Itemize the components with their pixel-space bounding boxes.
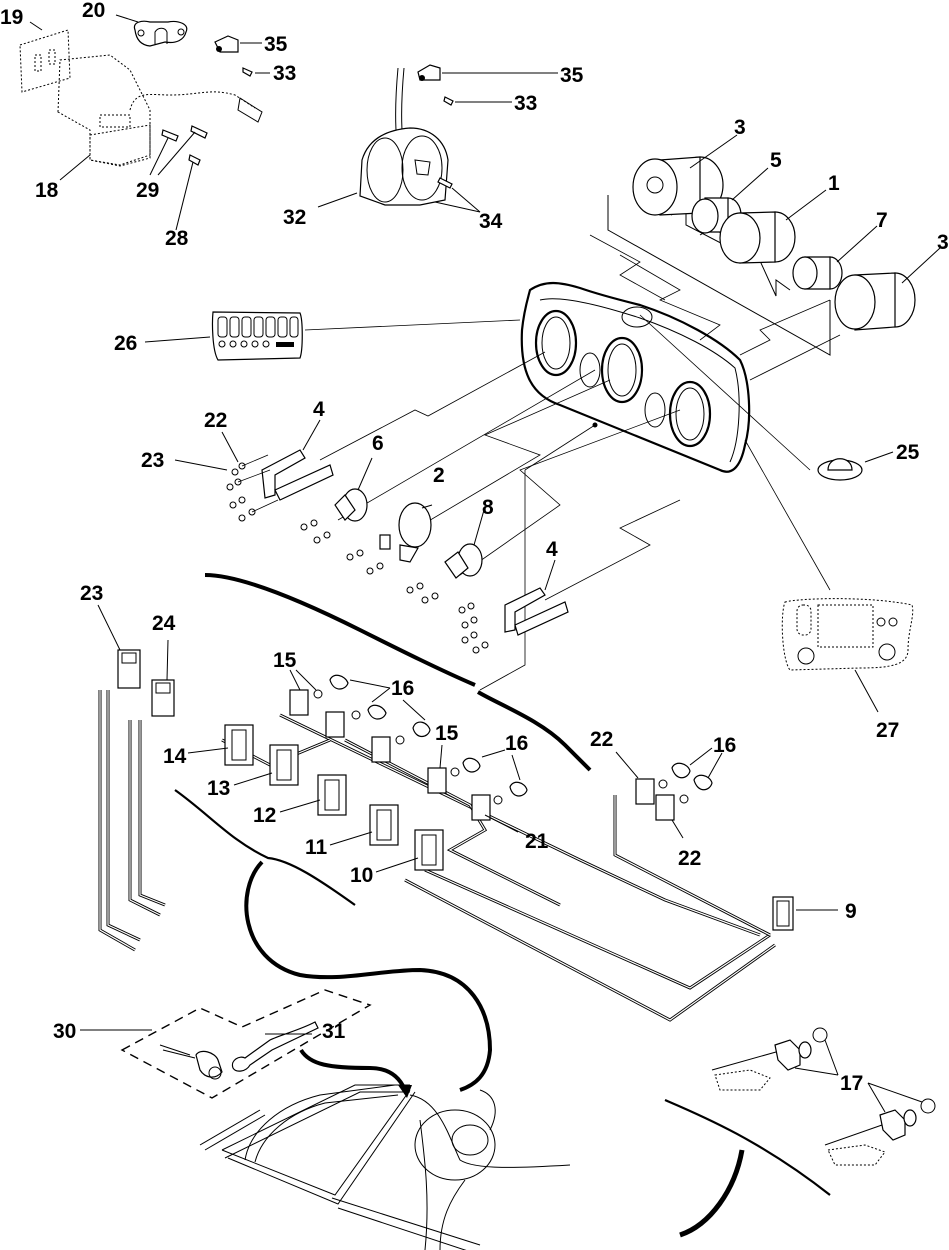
gauge-7: [792, 256, 843, 290]
gauge-bracket-6: [300, 488, 368, 544]
switch-17-lower: [824, 1098, 936, 1166]
callout-17: 17: [840, 1072, 863, 1095]
callout-3-left: 3: [734, 116, 746, 139]
connector-9: [772, 896, 838, 931]
panel-decal-27: [781, 598, 914, 713]
plug-25: [817, 451, 894, 481]
callout-12: 12: [253, 804, 276, 827]
gauge-bracket-8: [406, 543, 483, 604]
callout-16-upper: 16: [391, 677, 414, 700]
callout-30: 30: [53, 1020, 76, 1043]
callout-26: 26: [114, 332, 137, 355]
callout-18: 18: [35, 179, 59, 202]
callout-15-lower: 15: [435, 722, 459, 745]
screw-33b: [443, 96, 454, 106]
callout-4-lower: 4: [546, 538, 558, 561]
callout-32: 32: [283, 206, 306, 229]
callout-25: 25: [896, 441, 920, 464]
socket-15-b: [325, 711, 345, 738]
callout-16-middle: 16: [505, 732, 528, 755]
gasket-20: [133, 20, 188, 47]
throttle-control-32: [359, 127, 449, 206]
callout-31: 31: [322, 1020, 346, 1043]
callout-9: 9: [845, 900, 857, 923]
socket-15-c: [371, 736, 391, 763]
callout-22-right-upper: 22: [590, 728, 613, 751]
panel-cut-lines: [174, 573, 831, 1238]
bulbs-16: [329, 674, 528, 797]
gauges-group: [607, 134, 941, 356]
callout-27: 27: [876, 719, 899, 742]
callout-33-upper: 33: [514, 92, 537, 115]
gauge-bracket-2: [346, 502, 432, 575]
callout-13: 13: [207, 777, 230, 800]
callout-6: 6: [372, 432, 384, 455]
callout-22-right-lower: 22: [678, 847, 701, 870]
callout-23-upper: 23: [141, 449, 164, 472]
callout-14: 14: [163, 745, 187, 768]
connector-13: [269, 744, 299, 786]
screw-33a: [242, 67, 253, 77]
callout-1: 1: [828, 172, 840, 195]
bracket-4-upper: [261, 449, 306, 499]
callout-34: 34: [479, 210, 503, 233]
callout-5: 5: [770, 149, 782, 172]
brackets-group: [174, 419, 569, 654]
socket-15-a: [289, 689, 309, 716]
callout-33: 33: [273, 62, 296, 85]
connector-14: [224, 724, 254, 766]
callout-29: 29: [136, 179, 159, 202]
callout-28: 28: [165, 227, 189, 250]
callout-19: 19: [0, 6, 23, 29]
gauge-1: [719, 211, 796, 264]
connector-24: [151, 679, 175, 717]
callout-21: 21: [525, 830, 549, 853]
callout-3-right: 3: [937, 231, 949, 254]
bracket-4-lower: [504, 587, 546, 633]
dashboard-frame: [199, 1084, 571, 1250]
callout-2: 2: [433, 464, 445, 487]
indicator-decal-26: [144, 311, 303, 361]
callout-15-upper: 15: [273, 649, 297, 672]
screw-29a: [161, 129, 179, 142]
gauge-3-right: [834, 272, 916, 331]
callout-35: 35: [264, 33, 288, 56]
callout-7: 7: [876, 209, 888, 232]
connector-23: [117, 649, 141, 689]
switch-17-upper: [711, 1027, 828, 1091]
callout-20: 20: [82, 0, 105, 22]
callout-4-upper: 4: [313, 398, 325, 421]
socket-21: [471, 794, 491, 821]
explode-lines-upper: [304, 234, 841, 691]
callout-11: 11: [305, 836, 328, 859]
connector-10: [414, 829, 444, 871]
instrument-panel: [520, 281, 751, 473]
callout-22-upper: 22: [204, 409, 227, 432]
callout-24: 24: [152, 612, 176, 635]
callout-35-upper: 35: [560, 64, 584, 87]
callout-10: 10: [350, 864, 373, 887]
connector-12: [317, 774, 347, 816]
callout-8: 8: [482, 496, 494, 519]
callout-16-right: 16: [713, 734, 736, 757]
switch-housing-18: [57, 54, 151, 166]
bracket-plate-19: [19, 29, 71, 93]
screw-29b: [190, 125, 208, 139]
sockets-22-right: [635, 762, 713, 821]
socket-15-d: [427, 767, 447, 794]
throttle-control-group: [317, 64, 558, 213]
callout-23-lower: 23: [80, 582, 103, 605]
gauge-3-left: [632, 156, 724, 216]
screw-28: [188, 154, 201, 166]
ignition-kit-30: [80, 989, 372, 1099]
connector-11: [369, 804, 399, 846]
switch-housing-group: [19, 14, 270, 231]
